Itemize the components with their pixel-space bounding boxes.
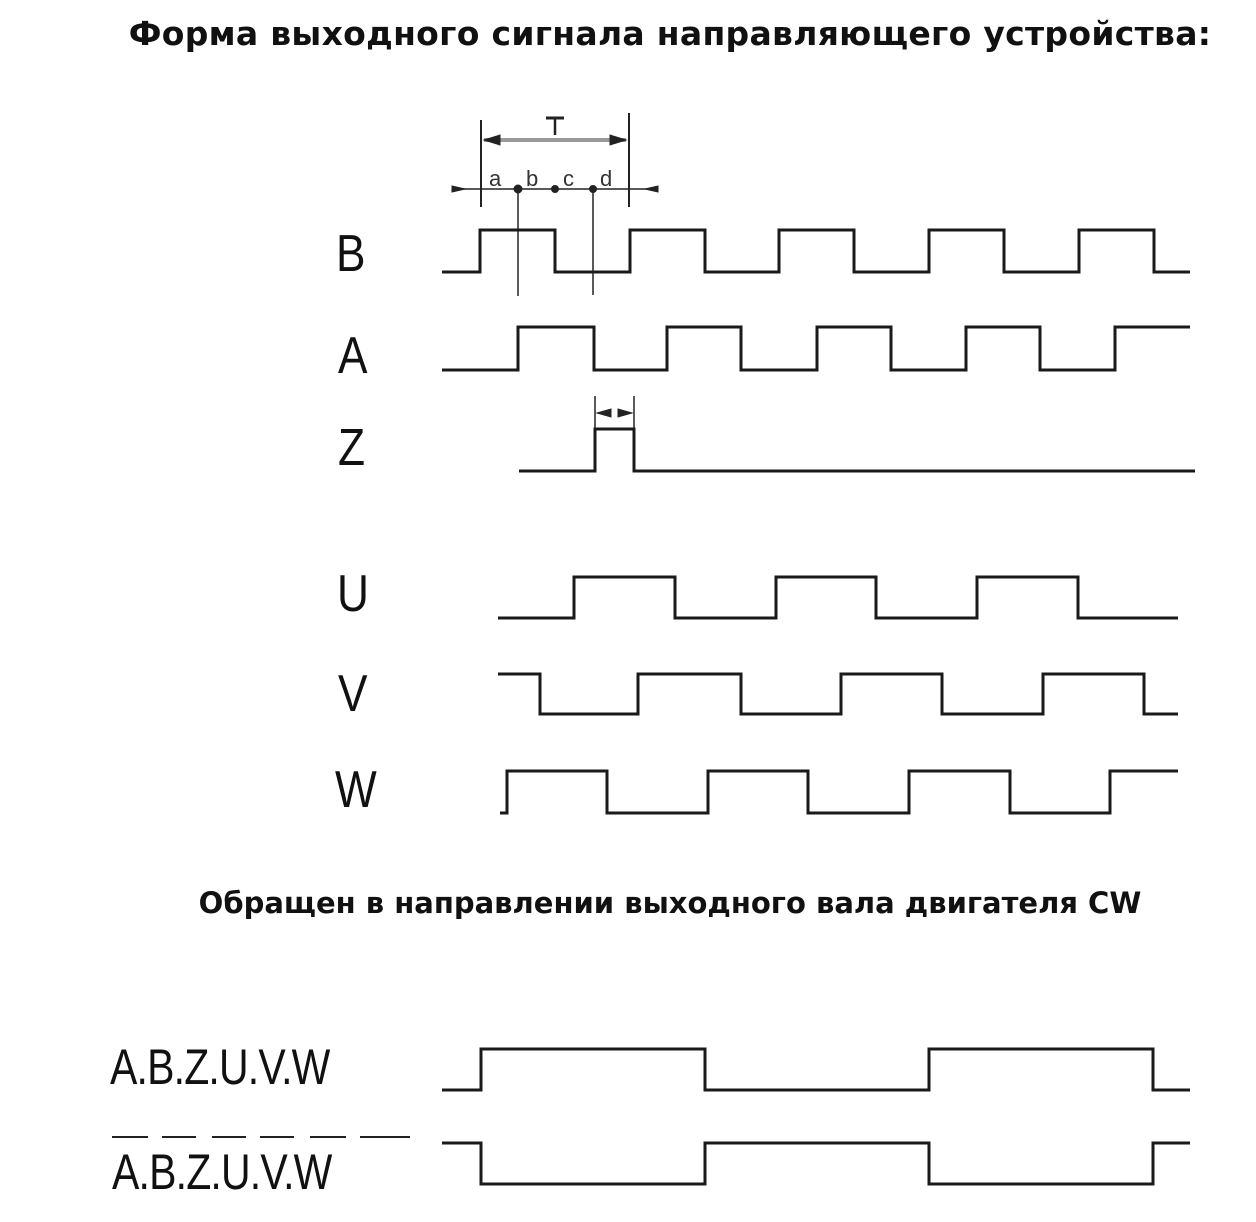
trace-u	[498, 575, 1178, 620]
signal-traces	[442, 228, 1195, 1186]
period-annotation	[451, 113, 659, 429]
label-z: Z	[338, 419, 366, 477]
trace-a-b-z-u-v-w-inverted-	[442, 1141, 1190, 1186]
label-a: A	[338, 327, 368, 385]
phase-label-d: d	[600, 166, 612, 191]
trace-w	[500, 769, 1178, 815]
trace-z	[519, 427, 1195, 473]
trace-v	[498, 672, 1178, 716]
page-title: Форма выходного сигнала направляющего ус…	[128, 14, 1212, 53]
phase-label-a: a	[489, 166, 502, 191]
trace-b	[442, 228, 1190, 274]
label-outputs: A.B.Z.U.V.W	[110, 1039, 330, 1095]
trace-a	[442, 325, 1190, 372]
label-w: W	[335, 761, 377, 819]
trace-a-b-z-u-v-w	[442, 1047, 1190, 1092]
label-v: V	[338, 665, 368, 723]
label-outputs-inverted: A.B.Z.U.V.W	[112, 1144, 332, 1200]
phase-label-c: c	[563, 166, 574, 191]
label-b: B	[336, 225, 366, 283]
phase-labels: a b c d	[489, 166, 612, 191]
label-u: U	[337, 565, 369, 623]
rotation-caption: Обращен в направлении выходного вала дви…	[198, 886, 1142, 920]
phase-label-b: b	[526, 166, 538, 191]
